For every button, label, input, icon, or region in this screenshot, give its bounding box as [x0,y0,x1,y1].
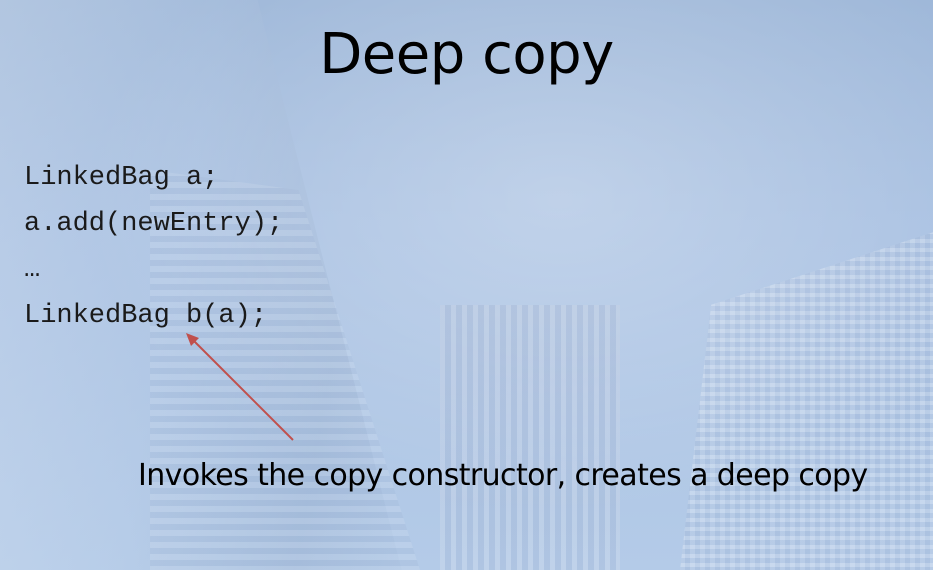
code-block: LinkedBag a; a.add(newEntry); … LinkedBa… [24,155,283,339]
arrow-head [186,333,199,346]
code-line: LinkedBag b(a); [24,301,268,331]
slide-title: Deep copy [319,22,614,87]
code-line: a.add(newEntry); [24,209,284,239]
code-line: LinkedBag a; [24,163,219,193]
arrow-line [191,338,294,441]
annotation-text: Invokes the copy constructor, creates a … [138,458,868,493]
code-line: … [24,255,41,285]
